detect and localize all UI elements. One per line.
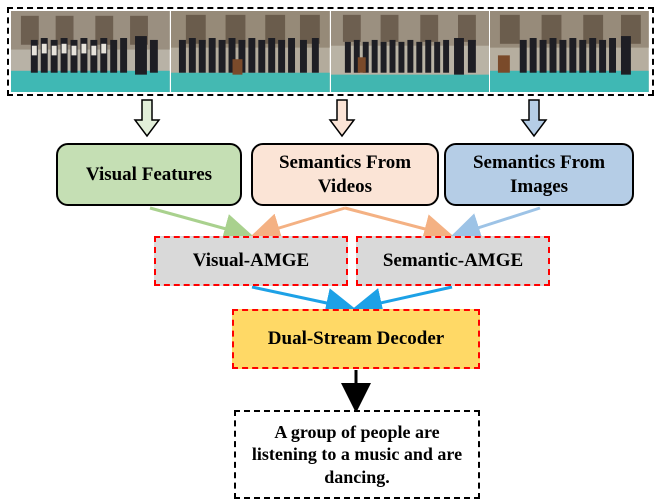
semantics-videos-box: Semantics From Videos [251, 143, 439, 206]
video-frame-2 [170, 11, 331, 92]
down-arrow-blue [520, 99, 548, 138]
visual-features-label: Visual Features [85, 163, 213, 185]
down-arrow-green [133, 99, 161, 138]
arrow-semvideo-to-samge [344, 206, 454, 244]
arrow-visual-to-vamge [149, 206, 254, 244]
output-caption-text: A group of people are listening to a mus… [251, 421, 463, 487]
video-frame-image [11, 11, 170, 92]
semantic-amge-label: Semantic-AMGE [382, 250, 524, 272]
decoder-label: Dual-Stream Decoder [267, 328, 445, 350]
visual-amge-box: Visual-AMGE [154, 236, 348, 286]
video-frame-1 [11, 11, 171, 92]
semantics-images-label: Semantics From Images [472, 151, 606, 197]
video-frame-image [490, 11, 649, 92]
arrow-vamge-to-decoder [251, 285, 356, 318]
arrow-samge-to-decoder [352, 285, 453, 318]
video-frame-strip [7, 7, 654, 96]
visual-features-box: Visual Features [56, 143, 242, 206]
video-frame-image [170, 11, 330, 92]
semantics-images-box: Semantics From Images [444, 143, 634, 206]
video-frame-3 [330, 11, 491, 92]
video-frame-4 [490, 11, 650, 92]
semantic-amge-box: Semantic-AMGE [356, 236, 550, 286]
visual-amge-label: Visual-AMGE [192, 250, 310, 272]
down-arrow-peach [328, 99, 356, 138]
arrow-semimage-to-samge [450, 206, 541, 242]
arrow-semvideo-to-vamge [250, 206, 346, 243]
dual-stream-decoder-box: Dual-Stream Decoder [232, 309, 480, 369]
video-frame-image [330, 11, 490, 92]
semantics-videos-label: Semantics From Videos [278, 151, 412, 197]
output-caption-box: A group of people are listening to a mus… [234, 410, 480, 499]
